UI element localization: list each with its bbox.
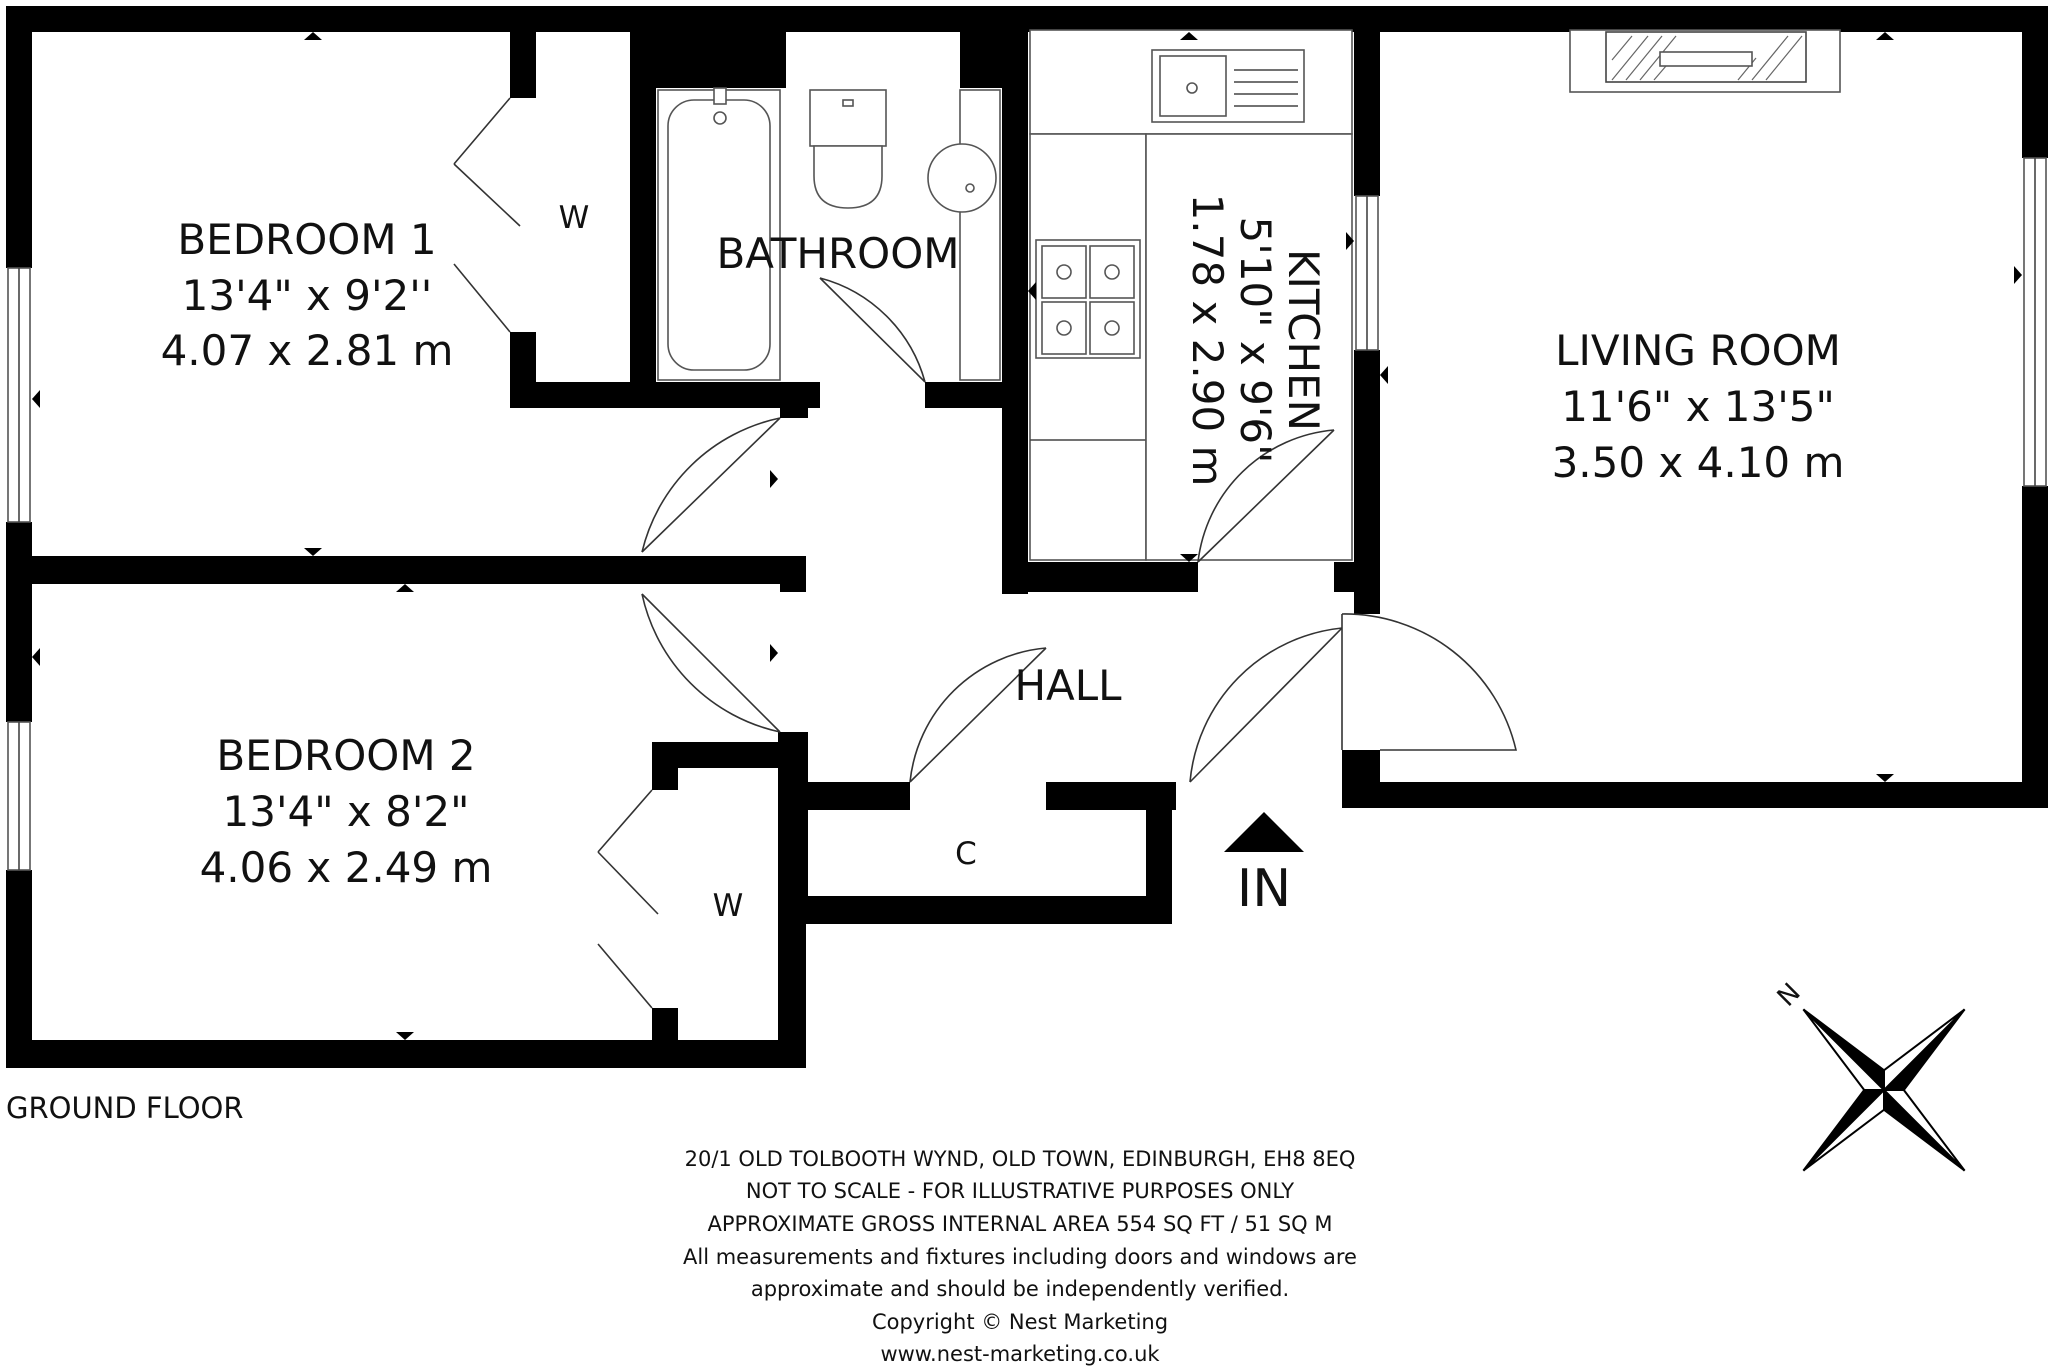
walls — [6, 6, 2048, 1068]
bedroom-1-name: BEDROOM 1 — [177, 215, 436, 264]
living-room-name: LIVING ROOM — [1555, 326, 1841, 375]
bedroom-2-imperial: 13'4" x 8'2" — [223, 787, 470, 836]
bedroom-1-imperial: 13'4" x 9'2'' — [182, 271, 433, 320]
bedroom-1-metric: 4.07 x 2.81 m — [161, 326, 454, 375]
disclaimer-line-2: approximate and should be independently … — [751, 1277, 1289, 1301]
bedroom-2-name: BEDROOM 2 — [216, 731, 475, 780]
disclaimer-line-1: All measurements and fixtures including … — [683, 1245, 1357, 1269]
compass-north-label: N — [1772, 978, 1807, 1013]
kitchen-name: KITCHEN — [1279, 249, 1328, 431]
kitchen-label: KITCHEN 5'10" x 9'6" 1.78 x 2.90 m — [1183, 194, 1328, 487]
wardrobe-2-label: W — [713, 888, 744, 924]
compass-icon: N — [1772, 978, 1966, 1172]
living-room-imperial: 11'6" x 13'5" — [1561, 382, 1835, 431]
kitchen-imperial: 5'10" x 9'6" — [1231, 217, 1280, 464]
kitchen-metric: 1.78 x 2.90 m — [1183, 194, 1232, 487]
bathroom-name: BATHROOM — [716, 229, 959, 278]
scale-note: NOT TO SCALE - FOR ILLUSTRATIVE PURPOSES… — [746, 1179, 1294, 1203]
windows — [7, 157, 2047, 871]
cupboard-label: C — [955, 836, 977, 872]
fixtures — [657, 29, 1841, 561]
copyright-text: Copyright © Nest Marketing — [872, 1310, 1168, 1334]
website-link[interactable]: www.nest-marketing.co.uk — [880, 1342, 1160, 1366]
bedroom-2-label: BEDROOM 2 13'4" x 8'2" 4.06 x 2.49 m — [200, 731, 493, 892]
hall-name: HALL — [1014, 661, 1122, 710]
bedroom-2-metric: 4.06 x 2.49 m — [200, 843, 493, 892]
dimension-markers — [32, 32, 2022, 1040]
wardrobe-1-label: W — [559, 200, 590, 236]
floor-label: GROUND FLOOR — [6, 1091, 244, 1125]
address-text: 20/1 OLD TOLBOOTH WYND, OLD TOWN, EDINBU… — [685, 1147, 1356, 1171]
doors — [453, 97, 1518, 1009]
entrance-label: IN — [1237, 859, 1291, 919]
living-room-label: LIVING ROOM 11'6" x 13'5" 3.50 x 4.10 m — [1552, 326, 1845, 487]
bedroom-1-label: BEDROOM 1 13'4" x 9'2'' 4.07 x 2.81 m — [161, 215, 454, 375]
entrance-arrow-icon — [1224, 812, 1304, 852]
area-text: APPROXIMATE GROSS INTERNAL AREA 554 SQ F… — [707, 1212, 1332, 1236]
info-block: 20/1 OLD TOLBOOTH WYND, OLD TOWN, EDINBU… — [683, 1147, 1357, 1366]
living-room-metric: 3.50 x 4.10 m — [1552, 438, 1845, 487]
